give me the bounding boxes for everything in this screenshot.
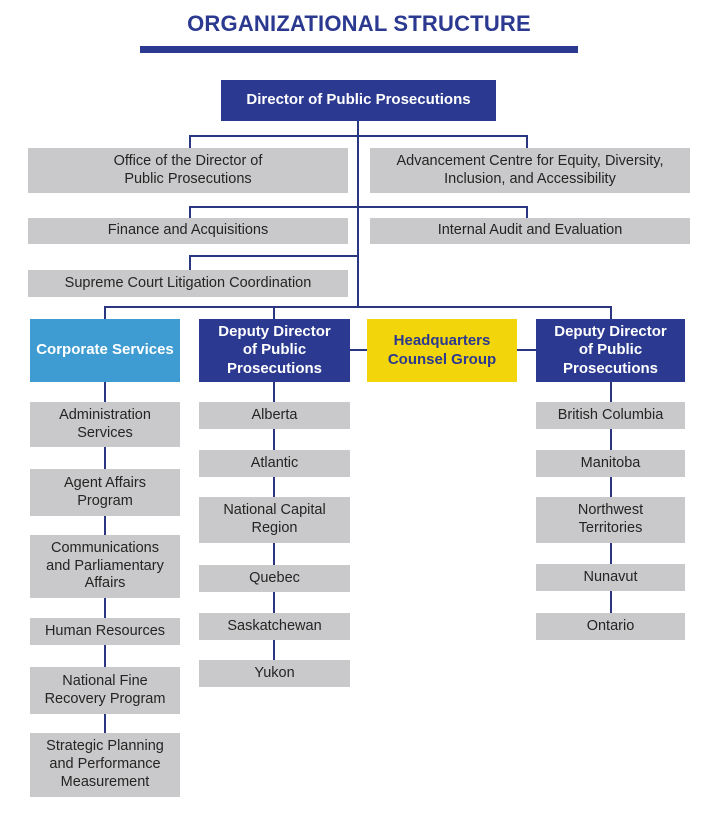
connector-drop-deputy-east (610, 306, 612, 320)
org-box-director-of-public-prosecutions: Director of Public Prosecutions (221, 80, 496, 121)
connector-bracket2-drop-right (526, 206, 528, 219)
connector-bracket2-drop-left (189, 206, 191, 219)
connector-bracket3-drop (189, 255, 191, 271)
org-box-strategic-planning-performance-measurement: Strategic Planning and Performance Measu… (30, 733, 180, 797)
org-box-national-fine-recovery-program: National Fine Recovery Program (30, 667, 180, 714)
org-box-supreme-court-litigation-coordination: Supreme Court Litigation Coordination (28, 270, 348, 297)
org-box-deputy-director-east: Deputy Director of Public Prosecutions (536, 319, 685, 382)
connector-bracket2-horizontal (189, 206, 528, 208)
org-box-corporate-services: Corporate Services (30, 319, 180, 382)
org-box-advancement-centre: Advancement Centre for Equity, Diversity… (370, 148, 690, 193)
connector-drop-deputy-west (273, 306, 275, 320)
org-box-alberta: Alberta (199, 402, 350, 429)
org-box-quebec: Quebec (199, 565, 350, 592)
org-box-administration-services: Administration Services (30, 402, 180, 447)
org-box-ontario: Ontario (536, 613, 685, 640)
connector-bracket1-horizontal (189, 135, 528, 137)
connector-bracket1-drop-right (526, 135, 528, 149)
org-box-communications-parliamentary-affairs: Communications and Parliamentary Affairs (30, 535, 180, 598)
org-box-agent-affairs-program: Agent Affairs Program (30, 469, 180, 516)
title-underline (140, 46, 578, 53)
org-box-manitoba: Manitoba (536, 450, 685, 477)
org-box-nunavut: Nunavut (536, 564, 685, 591)
org-box-northwest-territories: Northwest Territories (536, 497, 685, 543)
org-box-finance-and-acquisitions: Finance and Acquisitions (28, 218, 348, 244)
org-box-atlantic: Atlantic (199, 450, 350, 477)
connector-center-spine (357, 121, 359, 308)
connector-hq-left-segment (349, 349, 368, 351)
org-box-office-of-the-director: Office of the Director of Public Prosecu… (28, 148, 348, 193)
org-box-human-resources: Human Resources (30, 618, 180, 645)
connector-hq-right-segment (516, 349, 537, 351)
page-title: ORGANIZATIONAL STRUCTURE (187, 11, 531, 36)
org-box-saskatchewan: Saskatchewan (199, 613, 350, 640)
connector-bracket1-drop-left (189, 135, 191, 149)
org-box-national-capital-region: National Capital Region (199, 497, 350, 543)
connector-bracket3-horizontal (189, 255, 359, 257)
org-box-headquarters-counsel-group: Headquarters Counsel Group (367, 319, 517, 382)
org-box-british-columbia: British Columbia (536, 402, 685, 429)
org-box-internal-audit-and-evaluation: Internal Audit and Evaluation (370, 218, 690, 244)
connector-drop-corporate (104, 306, 106, 320)
org-box-yukon: Yukon (199, 660, 350, 687)
org-box-deputy-director-west: Deputy Director of Public Prosecutions (199, 319, 350, 382)
connector-main-horizontal (104, 306, 612, 308)
